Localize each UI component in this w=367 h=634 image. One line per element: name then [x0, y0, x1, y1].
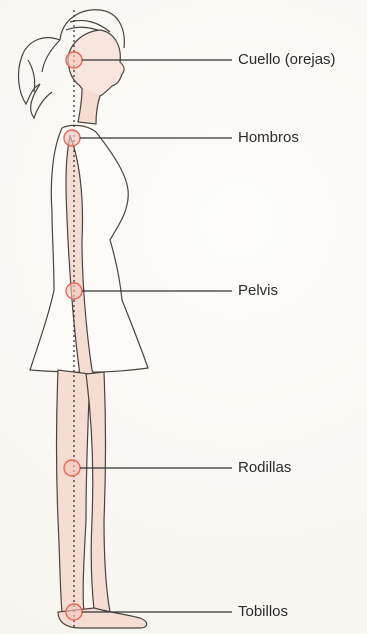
front-leg — [86, 372, 110, 612]
label-pelvis: Pelvis — [238, 282, 278, 300]
label-hombros: Hombros — [238, 129, 299, 147]
label-tobillos: Tobillos — [238, 603, 288, 621]
back-leg — [57, 370, 91, 614]
dress — [30, 125, 148, 372]
label-cuello: Cuello (orejas) — [238, 51, 336, 69]
marker-rodillas — [64, 460, 232, 476]
label-rodillas: Rodillas — [238, 459, 291, 477]
